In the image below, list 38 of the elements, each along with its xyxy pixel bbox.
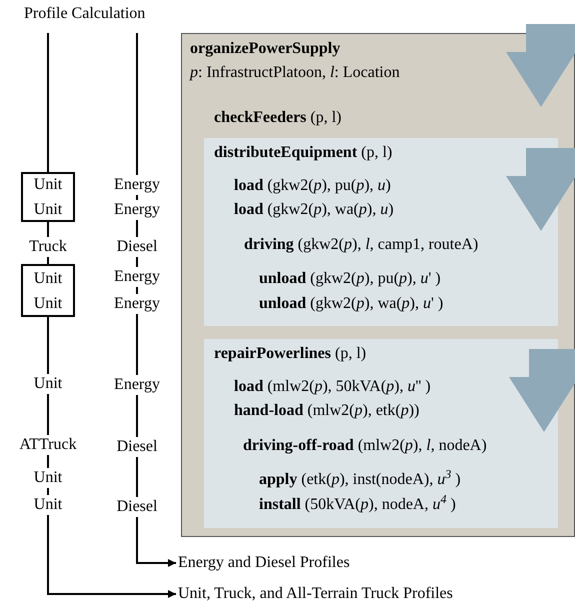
diagram-title: Profile Calculation (24, 4, 146, 24)
output-label: Energy and Diesel Profiles (178, 552, 350, 574)
task-line: driving (gkw2(p), l, camp1, routeA) (244, 235, 478, 255)
task-line: install (50kVA(p), nodeA, u$^{4}$ ) (259, 494, 456, 515)
task-heading: organizePowerSupply (190, 39, 340, 59)
boxed-label (21, 172, 75, 222)
task-line: load (gkw2(p), pu(p), u) (234, 176, 391, 196)
connector-line (47, 33, 49, 172)
resource-label: Unit (32, 495, 64, 515)
unit-label: Unit (34, 294, 62, 314)
resource-label: ATTruck (18, 435, 78, 455)
unit-label: Unit (34, 175, 62, 195)
output-label: Unit, Truck, and All-Terrain Truck Profiles (178, 583, 453, 605)
task-line: apply (etk(p), inst(nodeA), u$^{3}$ ) (259, 469, 461, 490)
resource-label: Energy (113, 200, 161, 220)
resource-label: Energy (113, 294, 161, 314)
task-heading: repairPowerlines (p, l) (214, 344, 366, 364)
unit-label: Unit (34, 268, 62, 288)
task-line: load (gkw2(p), wa(p), u) (234, 200, 394, 220)
task-line: p: InfrastructPlatoon, l: Location (190, 63, 400, 83)
task-line: load (mlw2(p), 50kVA(p), u'' ) (234, 377, 431, 397)
task-line: driving-off-road (mlw2(p), l, nodeA) (243, 436, 487, 456)
resource-label: Energy (113, 175, 161, 195)
task-line: hand-load (mlw2(p), etk(p)) (234, 401, 420, 421)
resource-label: Diesel (116, 237, 158, 257)
task-line: unload (gkw2(p), wa(p), u' ) (259, 294, 444, 314)
task-line: unload (gkw2(p), pu(p), u' ) (259, 269, 441, 289)
unit-label: Unit (34, 200, 62, 220)
resource-label: Unit (32, 374, 64, 394)
resource-label: Diesel (116, 437, 158, 457)
task-heading: distributeEquipment (p, l) (214, 143, 392, 163)
task-line: checkFeeders (p, l) (214, 108, 342, 128)
boxed-label (21, 264, 75, 317)
resource-label: Diesel (116, 497, 158, 517)
resource-label: Unit (32, 468, 64, 488)
resource-label: Energy (113, 267, 161, 287)
resource-label: Energy (113, 375, 161, 395)
resource-label: Truck (28, 237, 68, 257)
